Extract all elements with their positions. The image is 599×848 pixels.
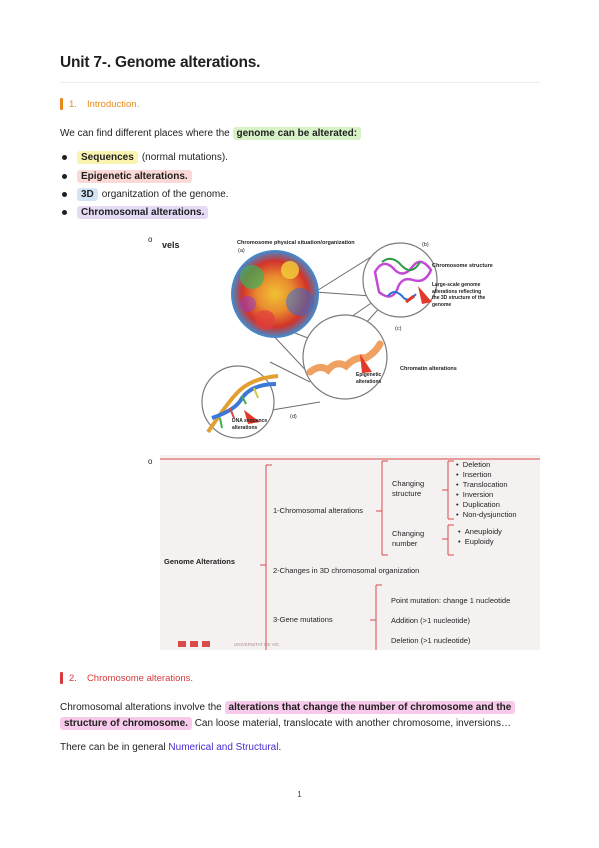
structure-list: • Deletion • Insertion • Translocation •… [456, 460, 517, 519]
section-2-marker [60, 672, 63, 684]
bullet-text: (normal mutations). [141, 152, 228, 163]
label-a: (a) [238, 248, 245, 254]
label-b: (b) [422, 242, 429, 248]
section-1-title: Introduction. [86, 98, 140, 110]
chrom-structure-label: Chromosome structure [432, 263, 493, 269]
sub-bullet-circle: o [148, 235, 153, 244]
bullet-dot [62, 174, 67, 179]
tree-root: Genome Alterations [164, 557, 235, 566]
bullet-dot [62, 210, 67, 215]
p2-start: There can be in general [60, 742, 166, 753]
bullet-text: organitzation of the genome. [101, 189, 229, 200]
bullet-highlight: Chromosomal alterations. [77, 206, 209, 219]
bullet-chromosomal: Chromosomal alterations. [62, 206, 209, 219]
genome-levels-illustration [160, 232, 540, 444]
p1-highlight-1: alterations that change the number of ch… [224, 701, 516, 714]
label-d: (d) [290, 414, 297, 420]
tree-brackets [160, 458, 540, 650]
gene-item-point: Point mutation: change 1 nucleotide [391, 596, 511, 605]
chromatin-circle [302, 314, 388, 400]
numerical-structural-link[interactable]: Numerical and Structural [168, 742, 279, 753]
tree-branch-3d: 2-Changes in 3D chromosomal organization [273, 566, 420, 575]
tree-branch-chromosomal: 1-Chromosomal alterations [273, 506, 364, 515]
section-2-number: 2. [69, 672, 77, 684]
footer-logo: UNIVERSITAT DE VIC [234, 642, 280, 647]
section-1-heading: 1. Introduction. [60, 98, 139, 110]
levels-label: vels [162, 240, 180, 250]
chromatin-label: Chromatin alterations [400, 366, 457, 372]
section-2-heading: 2. Chromosome alterations. [60, 672, 193, 684]
bullet-dot [62, 155, 67, 160]
intro-highlight: genome can be alterated: [232, 127, 362, 140]
bullet-highlight: 3D [77, 188, 98, 201]
bullet-sequences: Sequences (normal mutations). [62, 151, 228, 164]
section-1-marker [60, 98, 63, 110]
bullet-dot [62, 192, 67, 197]
p1-end: Can loose material, translocate with ano… [194, 718, 511, 729]
chromosome-structure-circle [362, 242, 438, 318]
p2-end: . [278, 742, 282, 753]
p1-start: Chromosomal alterations involve the [60, 702, 222, 713]
page-number: 1 [297, 790, 302, 799]
gene-item-deletion: Deletion (>1 nucleotide) [391, 636, 471, 645]
bullet-highlight: Epigenetic alterations. [77, 170, 192, 183]
genome-levels-figure: vels Chromosome physical situation/organ… [160, 232, 540, 444]
bullet-epigenetic: Epigenetic alterations. [62, 170, 192, 183]
genome-alterations-tree: Genome Alterations 1-Chromosomal alterat… [160, 455, 540, 650]
intro-paragraph: We can find different places where the g… [60, 127, 362, 141]
chrom-situation-label: Chromosome physical situation/organizati… [237, 240, 355, 246]
sub-bullet-circle: o [148, 457, 153, 466]
gene-item-addition: Addition (>1 nucleotide) [391, 616, 471, 625]
section-2-paragraph-2: There can be in general Numerical and St… [60, 741, 281, 755]
label-c: (c) [395, 326, 402, 332]
p1-highlight-2: structure of chromosome. [60, 717, 192, 730]
bullet-3d: 3D organitzation of the genome. [62, 188, 229, 201]
section-1-number: 1. [69, 98, 77, 110]
bullet-highlight: Sequences [77, 151, 138, 164]
page-title: Unit 7-. Genome alterations. [60, 54, 261, 71]
section-2-paragraph-line-1: Chromosomal alterations involve the alte… [60, 701, 516, 715]
tree-branch-gene: 3-Gene mutations [273, 615, 333, 624]
section-2-paragraph-line-2: structure of chromosome. Can loose mater… [60, 717, 511, 731]
intro-text: We can find different places where the [60, 128, 230, 139]
number-list: • Aneuploidy • Euploidy [458, 527, 502, 546]
title-divider [60, 82, 540, 83]
section-2-title: Chromosome alterations. [86, 672, 194, 684]
